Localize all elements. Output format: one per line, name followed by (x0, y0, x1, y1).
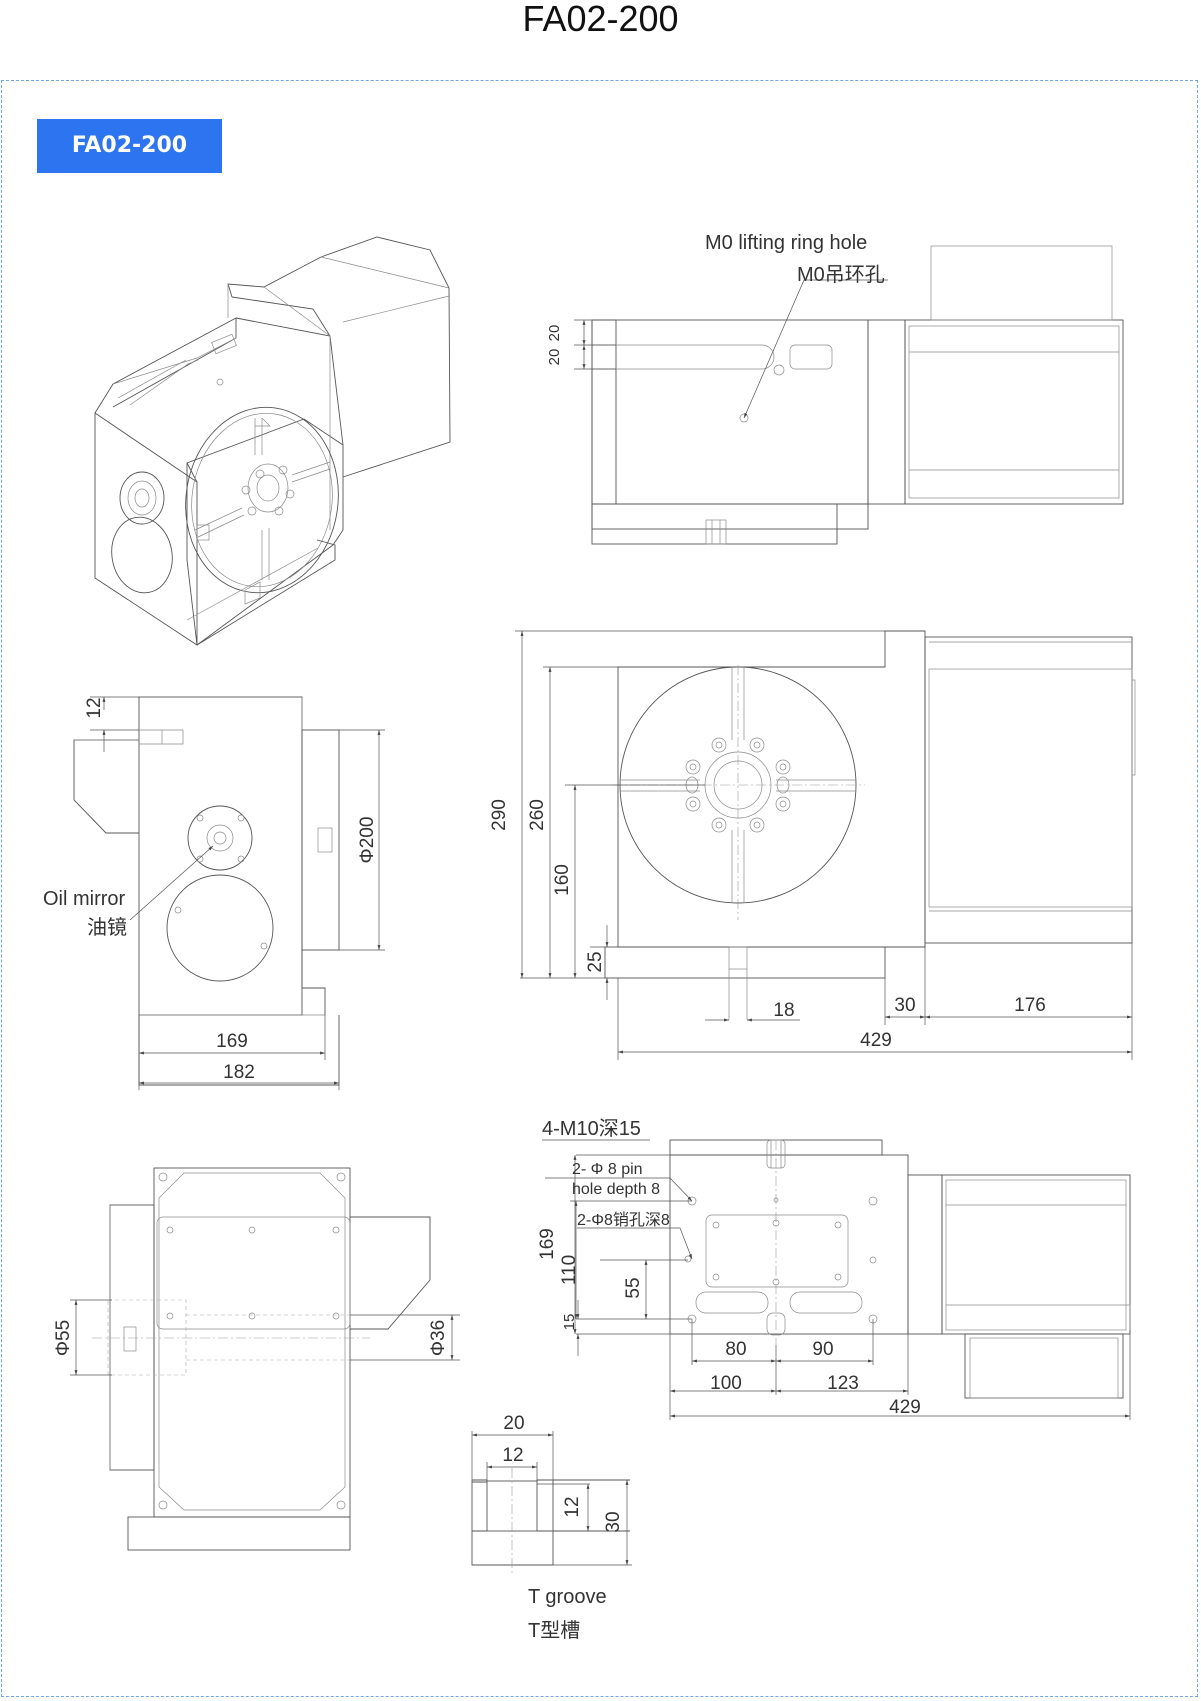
drawing-frame (1, 80, 1198, 1697)
dim-left-182: 182 (223, 1062, 255, 1083)
dim-top-110: 110 (559, 1255, 580, 1285)
dim-tgroove-12h: 12 (562, 1496, 583, 1517)
label-oil-mirror-cn: 油镜 (87, 916, 127, 939)
dim-top-80: 80 (725, 1339, 746, 1360)
page-title: FA02-200 (522, 0, 679, 39)
label-oil-mirror-en: Oil mirror (43, 888, 126, 910)
label-m10-holes: 4-M10深15 (542, 1117, 641, 1140)
dim-top-169: 169 (537, 1228, 558, 1260)
label-t-groove-cn: T型槽 (528, 1619, 580, 1642)
dim-front-290: 290 (489, 799, 510, 831)
model-tag: FA02-200 (37, 119, 222, 173)
rear-view: Φ55 Φ36 (53, 1167, 460, 1551)
dim-front-30: 30 (894, 995, 915, 1016)
dim-front-18: 18 (773, 1000, 794, 1021)
dim-top-429: 429 (889, 1397, 921, 1418)
dim-tgroove-30: 30 (603, 1511, 624, 1532)
dim-side-20-upper: 20 (546, 325, 563, 342)
dim-front-160: 160 (552, 864, 573, 896)
dim-front-25: 25 (585, 951, 606, 972)
dim-side-20-lower: 20 (546, 349, 563, 366)
label-pin-hole-cn: 2-Φ8销孔深8 (577, 1211, 670, 1229)
dim-tgroove-12w: 12 (502, 1445, 523, 1466)
dim-top-55: 55 (623, 1277, 644, 1298)
left-view: 12 Φ200 169 182 Oil mirror 油镜 (43, 696, 385, 1090)
dim-left-169: 169 (216, 1031, 248, 1052)
dim-phi55: Φ55 (53, 1320, 74, 1356)
dim-front-260: 260 (527, 799, 548, 831)
top-view: 169 110 55 15 80 90 100 123 429 4-M10深15… (537, 1117, 1131, 1420)
front-view: 290 260 160 25 18 30 176 429 (489, 630, 1136, 1060)
dim-front-429: 429 (860, 1030, 892, 1051)
label-lifting-ring-cn: M0吊环孔 (797, 263, 885, 286)
dim-top-90: 90 (812, 1339, 833, 1360)
dim-front-176: 176 (1014, 995, 1046, 1016)
t-groove-detail: 20 12 12 30 T groove T型槽 (471, 1413, 632, 1642)
label-pin-hole-en-1: 2- Φ 8 pin (572, 1161, 643, 1178)
dim-tgroove-20: 20 (503, 1413, 524, 1434)
side-view: 20 20 M0 lifting ring hole M0吊环孔 (546, 232, 1124, 545)
dim-top-100: 100 (710, 1373, 742, 1394)
dim-left-12: 12 (84, 697, 105, 718)
label-t-groove-en: T groove (528, 1586, 607, 1608)
dim-phi200: Φ200 (357, 817, 378, 864)
dim-phi36: Φ36 (428, 1320, 449, 1356)
isometric-view (94, 236, 451, 646)
label-lifting-ring-en: M0 lifting ring hole (705, 232, 867, 254)
label-pin-hole-en-2: hole depth 8 (572, 1181, 660, 1198)
dim-top-15: 15 (561, 1314, 578, 1331)
dim-top-123: 123 (827, 1373, 859, 1394)
